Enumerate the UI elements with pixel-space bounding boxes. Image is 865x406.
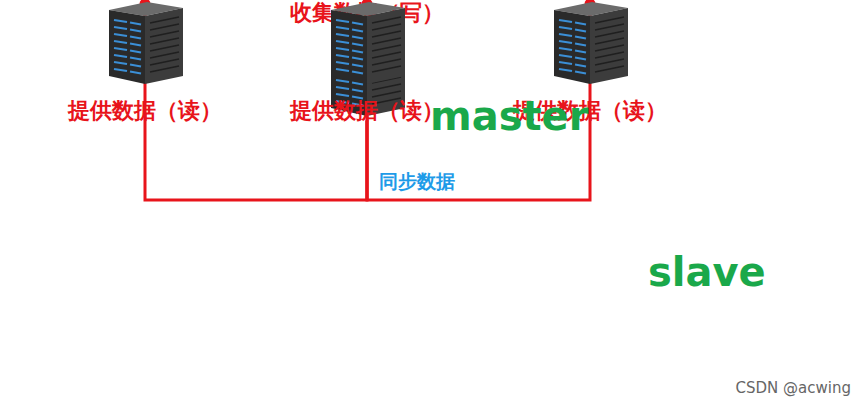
drive-slot <box>130 23 141 25</box>
drive-slot <box>559 20 572 22</box>
drive-slot <box>114 41 127 43</box>
vent-line <box>150 66 179 72</box>
drive-slot <box>336 69 349 71</box>
drive-slot <box>114 69 127 71</box>
vent-line <box>372 31 401 37</box>
drive-slot <box>352 90 363 92</box>
vent-line <box>372 59 401 65</box>
drive-slot <box>130 72 141 74</box>
vent-line <box>372 52 401 58</box>
vent-line <box>595 66 624 72</box>
vent-line <box>150 52 179 58</box>
drive-slot <box>114 20 127 22</box>
role-label: slave <box>648 250 766 294</box>
server-front <box>331 10 367 84</box>
drive-slot <box>575 65 586 67</box>
drive-slot <box>352 65 363 67</box>
server-side <box>367 8 405 84</box>
watermark: CSDN @acwing <box>736 380 851 397</box>
vent-line <box>372 38 401 44</box>
role-caption: 提供数据（读） <box>68 98 222 124</box>
vent-line <box>372 91 401 97</box>
drive-slot <box>575 51 586 53</box>
vent-line <box>595 17 624 23</box>
drive-slot <box>130 65 141 67</box>
drive-slot <box>575 58 586 60</box>
drive-slot <box>559 41 572 43</box>
drive-slot <box>575 37 586 39</box>
drive-slot <box>575 23 586 25</box>
drive-slot <box>352 23 363 25</box>
vent-line <box>595 31 624 37</box>
drive-slot <box>336 41 349 43</box>
drive-slot <box>336 34 349 36</box>
drive-slot <box>559 69 572 71</box>
vent-line <box>595 24 624 30</box>
drive-slot <box>114 34 127 36</box>
vent-line <box>372 17 401 23</box>
drive-slot <box>114 62 127 64</box>
drive-slot <box>336 48 349 50</box>
drive-slot <box>336 62 349 64</box>
drive-slot <box>336 87 349 89</box>
drive-slot <box>352 30 363 32</box>
vent-line <box>595 38 624 44</box>
drive-slot <box>114 48 127 50</box>
drive-slot <box>130 51 141 53</box>
drive-slot <box>559 62 572 64</box>
drive-slot <box>575 30 586 32</box>
drive-slot <box>336 80 349 82</box>
edge-label: 同步数据 <box>377 170 457 193</box>
drive-slot <box>352 44 363 46</box>
drive-slot <box>130 37 141 39</box>
drive-slot <box>114 27 127 29</box>
server-icon <box>548 0 632 86</box>
vent-line <box>372 45 401 51</box>
drive-slot <box>575 72 586 74</box>
vent-line <box>372 24 401 30</box>
server-icon <box>103 0 187 86</box>
slave-server: 提供数据（读） <box>68 0 222 124</box>
drive-slot <box>336 55 349 57</box>
drive-slot <box>575 44 586 46</box>
drive-slot <box>352 72 363 74</box>
drive-slot <box>114 55 127 57</box>
vent-line <box>372 84 401 90</box>
drive-slot <box>352 51 363 53</box>
drive-slot <box>352 37 363 39</box>
vent-line <box>595 59 624 65</box>
vent-line <box>150 45 179 51</box>
vent-line <box>372 66 401 72</box>
drive-slot <box>130 30 141 32</box>
server-side <box>590 8 628 84</box>
vent-line <box>150 38 179 44</box>
drive-slot <box>352 83 363 85</box>
drive-slot <box>559 55 572 57</box>
vent-line <box>150 59 179 65</box>
server-front <box>109 10 145 84</box>
drive-slot <box>559 48 572 50</box>
vent-line <box>150 24 179 30</box>
vent-line <box>595 52 624 58</box>
slave-server: 提供数据（读） <box>290 0 444 124</box>
drive-slot <box>559 34 572 36</box>
drive-slot <box>130 58 141 60</box>
vent-line <box>595 45 624 51</box>
drive-slot <box>352 58 363 60</box>
vent-line <box>150 17 179 23</box>
server-side <box>145 8 183 84</box>
drive-slot <box>336 27 349 29</box>
vent-line <box>150 31 179 37</box>
drive-slot <box>130 44 141 46</box>
server-front <box>554 10 590 84</box>
role-label: master <box>430 94 588 138</box>
drive-slot <box>336 20 349 22</box>
drive-slot <box>559 27 572 29</box>
drive-slot <box>336 94 349 96</box>
role-caption: 提供数据（读） <box>290 98 444 124</box>
server-icon <box>325 0 409 86</box>
